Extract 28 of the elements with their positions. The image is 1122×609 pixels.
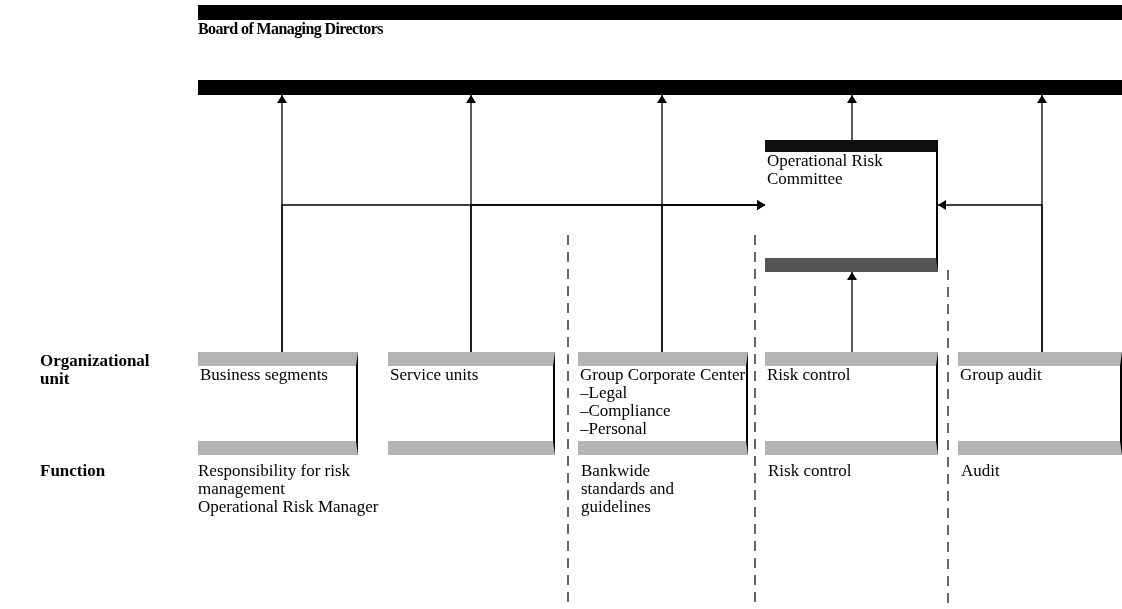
row-heading: Function	[40, 462, 107, 480]
node-title: Board of Managing Directors	[198, 20, 384, 38]
function-text: Responsibility for risk management	[198, 462, 352, 498]
arrow	[937, 200, 1043, 353]
node-title: Business segments	[199, 366, 329, 384]
node-title: Group Corporate Center	[579, 366, 746, 384]
committee-box	[765, 140, 938, 272]
function-text: Operational Risk Manager	[198, 498, 380, 516]
list-item: –Personal	[579, 420, 648, 438]
list-item: –Compliance	[579, 402, 672, 420]
node-title: Operational Risk Committee	[766, 152, 884, 188]
unit-box	[388, 352, 555, 455]
arrow	[847, 271, 857, 353]
node-title: Group audit	[959, 366, 1043, 384]
node-title: Risk control	[766, 366, 852, 384]
function-text: Risk control	[768, 462, 853, 480]
function-text: Audit	[961, 462, 1001, 480]
arrow	[661, 200, 766, 353]
unit-box	[958, 352, 1122, 455]
unit-box	[198, 352, 358, 455]
unit-box	[578, 352, 748, 455]
function-text: Bankwide standards and guidelines	[581, 462, 675, 516]
list-item: –Legal	[579, 384, 628, 402]
arrow	[847, 94, 857, 141]
node-title: Service units	[389, 366, 480, 384]
unit-box	[765, 352, 938, 455]
row-heading: Organizational unit	[40, 352, 151, 388]
band-box	[198, 5, 1122, 95]
